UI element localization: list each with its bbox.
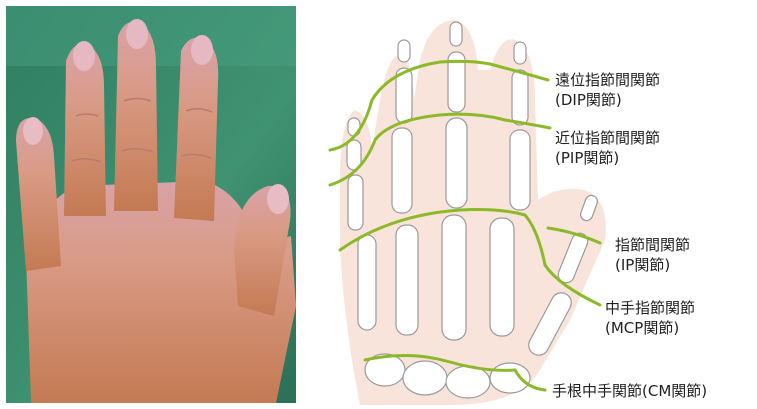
- cm-label-main: 手根中手関節(CM関節): [552, 381, 707, 401]
- dip-label-sub: (DIP関節): [555, 90, 660, 110]
- pip-label: 近位指節間関節 (PIP関節): [555, 128, 660, 168]
- pip-label-sub: (PIP関節): [555, 148, 660, 168]
- skeleton-svg: [300, 0, 757, 405]
- ip-label-main: 指節間関節: [615, 235, 690, 255]
- hand-skeleton-diagram: 遠位指節間関節 (DIP関節) 近位指節間関節 (PIP関節) 指節間関節 (I…: [300, 0, 757, 405]
- mcp-label-main: 中手指節関節: [605, 298, 695, 318]
- mcp-label-sub: (MCP関節): [605, 318, 695, 338]
- hand-photo: [6, 6, 296, 403]
- ip-label-sub: (IP関節): [615, 255, 690, 275]
- dip-label: 遠位指節間関節 (DIP関節): [555, 70, 660, 110]
- cm-label: 手根中手関節(CM関節): [552, 381, 707, 401]
- pip-label-main: 近位指節間関節: [555, 128, 660, 148]
- mcp-label: 中手指節関節 (MCP関節): [605, 298, 695, 338]
- dip-label-main: 遠位指節間関節: [555, 70, 660, 90]
- ip-label: 指節間関節 (IP関節): [615, 235, 690, 275]
- hand-photo-image: [6, 6, 296, 403]
